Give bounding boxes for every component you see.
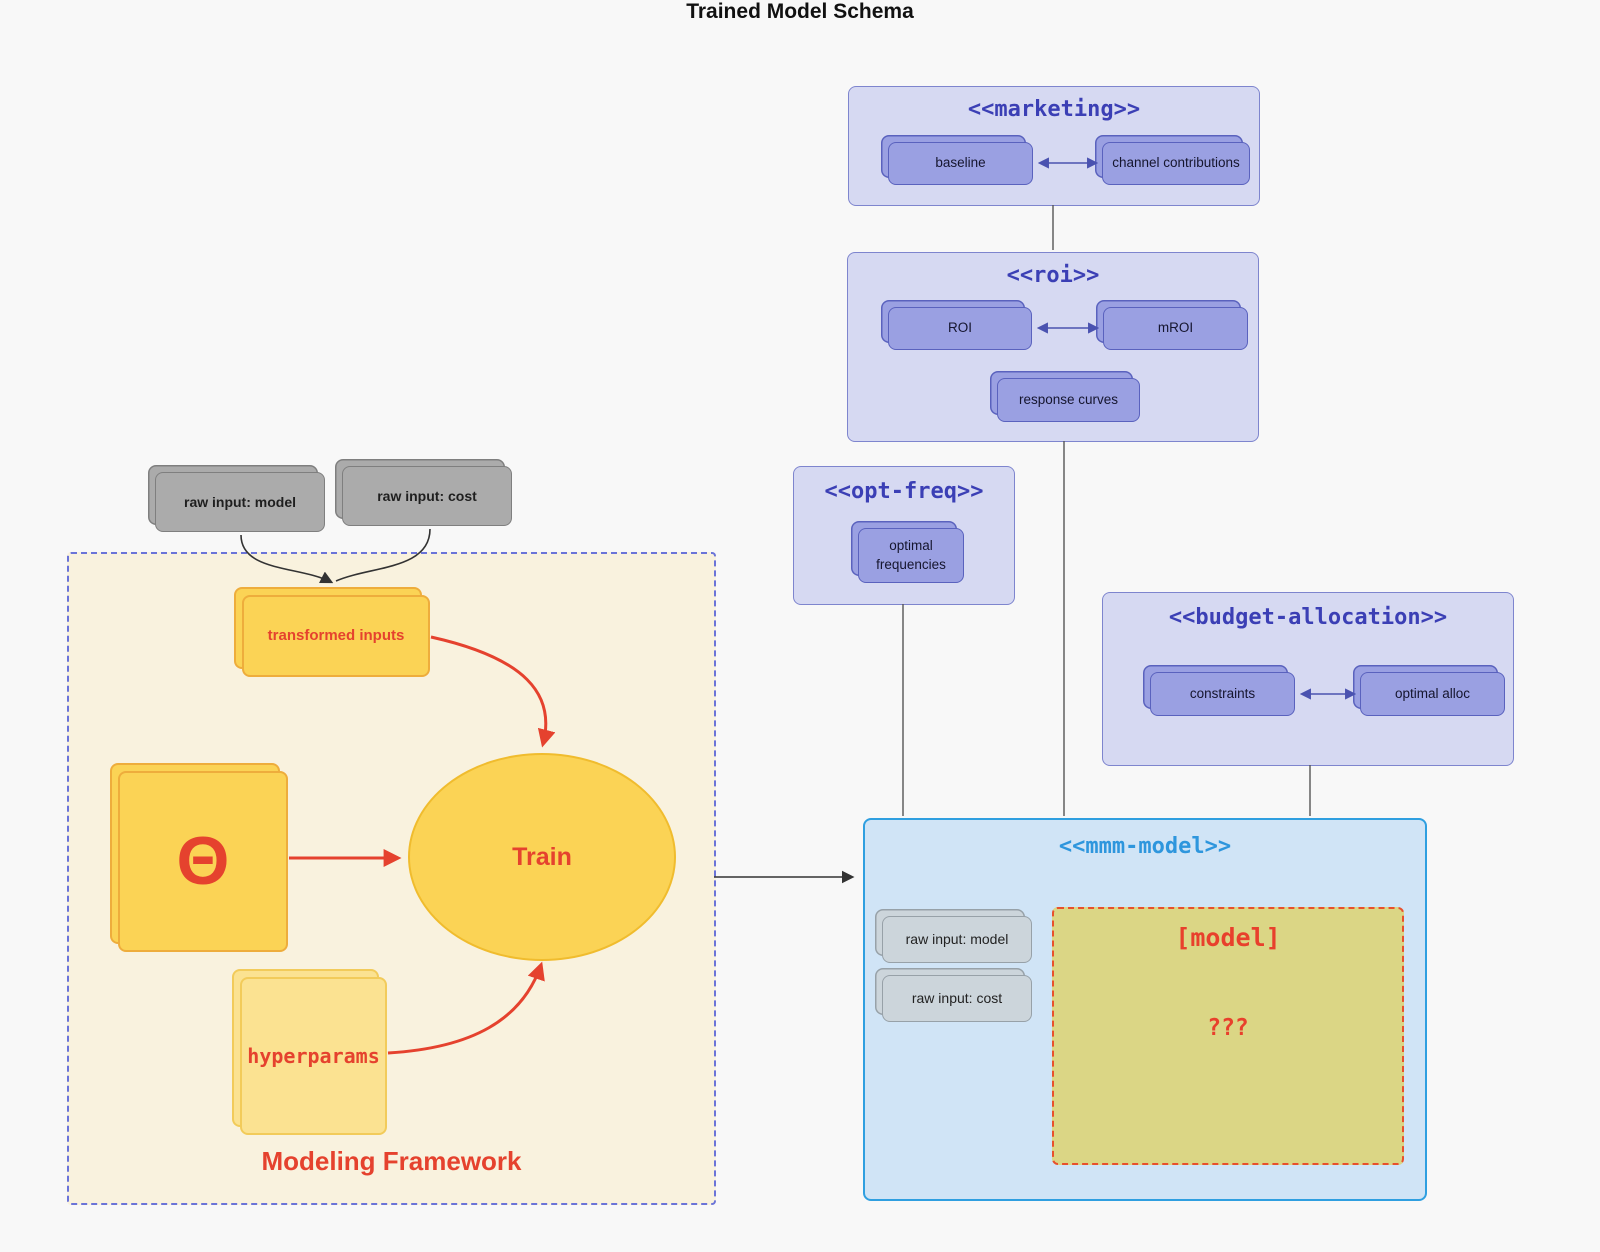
node-mmm-raw-input-cost: raw input: cost (882, 975, 1032, 1022)
node-mmm-raw-input-model: raw input: model (882, 916, 1032, 963)
node-theta: Θ (118, 771, 288, 952)
node-hyperparams: hyperparams (240, 977, 387, 1135)
node-baseline: baseline (888, 142, 1033, 185)
node-optimal-alloc: optimal alloc (1360, 672, 1505, 716)
cluster-mmm-model-title: <<mmm-model>> (1058, 834, 1232, 859)
node-response-curves: response curves (997, 378, 1140, 422)
node-mroi: mROI (1103, 307, 1248, 350)
node-raw-input-cost: raw input: cost (342, 466, 512, 526)
model-box-title: [model] (1175, 923, 1281, 952)
page-title: Trained Model Schema (686, 0, 914, 23)
node-roi: ROI (888, 307, 1032, 350)
node-optimal-frequencies: optimal frequencies (858, 528, 964, 583)
node-transformed-inputs: transformed inputs (242, 595, 430, 677)
cluster-opt-freq-title: <<opt-freq>> (824, 479, 984, 504)
train-label: Train (512, 842, 572, 871)
node-channel-contributions: channel contributions (1102, 142, 1250, 185)
theta-symbol: Θ (176, 822, 230, 899)
model-box-question-marks: ??? (1207, 1015, 1249, 1041)
node-constraints: constraints (1150, 672, 1295, 716)
modeling-framework-label: Modeling Framework (261, 1146, 522, 1176)
node-train: Train (408, 753, 676, 961)
cluster-marketing-title: <<marketing>> (967, 97, 1141, 122)
cluster-roi-title: <<roi>> (1006, 263, 1100, 288)
cluster-budget-allocation-title: <<budget-allocation>> (1168, 605, 1448, 630)
cluster-mmm-model: <<mmm-model>> [model] ??? (863, 818, 1427, 1201)
model-placeholder-box: [model] ??? (1052, 907, 1404, 1165)
node-raw-input-model: raw input: model (155, 472, 325, 532)
